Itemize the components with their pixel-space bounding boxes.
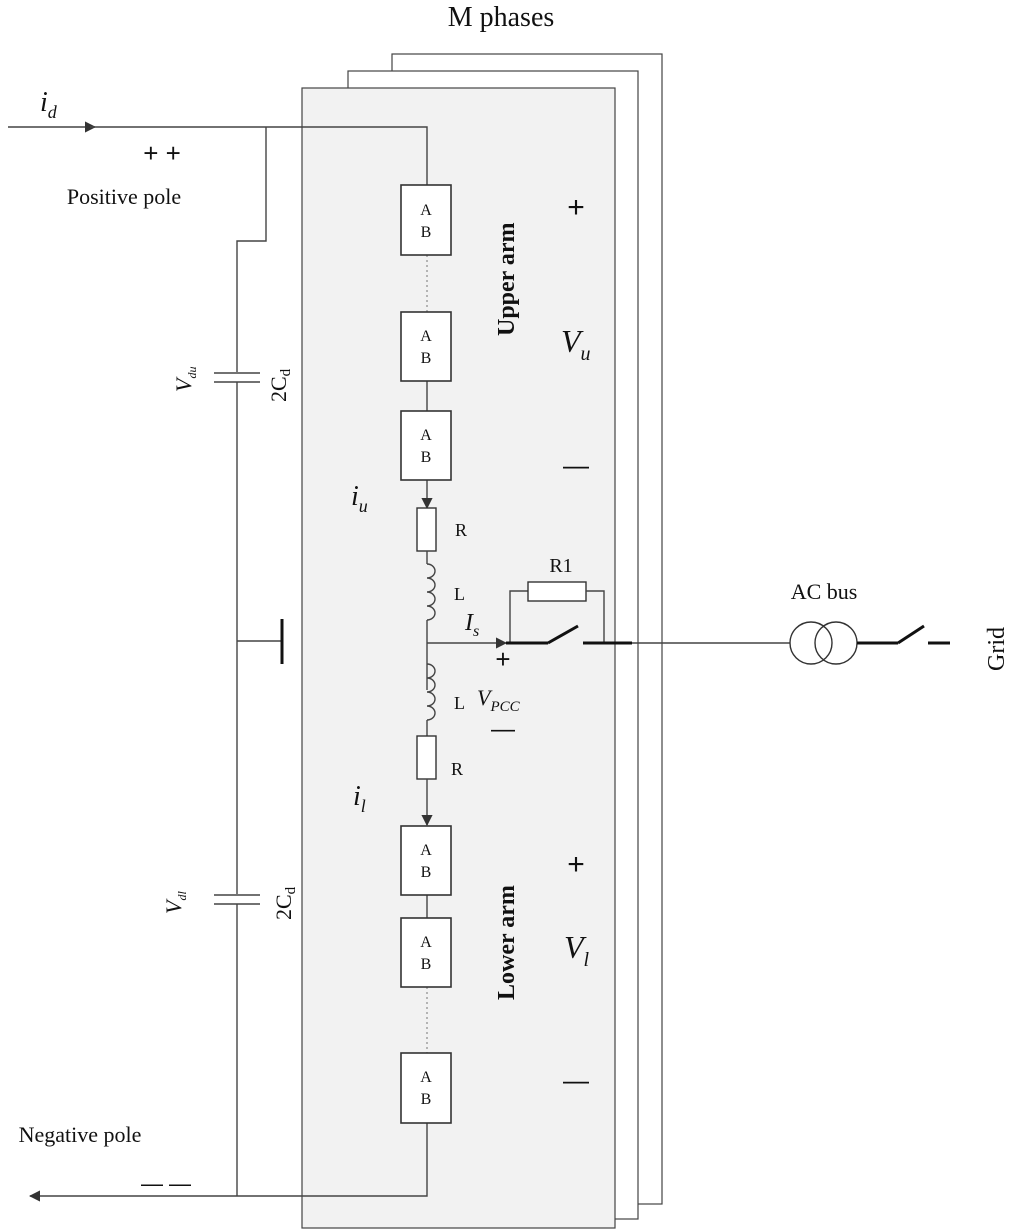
upper-arm-voltage: Vu bbox=[561, 323, 591, 365]
negative-bus-wire bbox=[28, 1123, 428, 1202]
grid-label: Grid bbox=[984, 627, 1010, 671]
svg-text:A: A bbox=[420, 842, 432, 859]
svg-text:A: A bbox=[420, 934, 432, 951]
svg-text:B: B bbox=[421, 449, 432, 466]
positive-pole-label: Positive pole bbox=[67, 184, 181, 209]
grid-breaker-switch bbox=[897, 624, 925, 645]
bypass-resistor bbox=[527, 581, 587, 602]
dc-current-label: id bbox=[40, 87, 58, 122]
upper-arm-plus: + bbox=[567, 191, 585, 224]
negative-pole-label: Negative pole bbox=[19, 1122, 142, 1147]
lower-arm: A B A B A B Lower arm + Vl — bbox=[400, 825, 590, 1124]
lower-arm-label: Lower arm bbox=[494, 885, 520, 1000]
lower-resistor-label: R bbox=[451, 759, 463, 779]
diagram-title: M phases bbox=[448, 2, 555, 33]
lower-capacitor: Vdl 2Cd bbox=[161, 886, 299, 920]
lower-arm-plus: + bbox=[567, 848, 585, 881]
lower-arm-impedance: L R il bbox=[353, 663, 465, 827]
positive-bus-wire bbox=[90, 126, 428, 185]
phase-frames bbox=[301, 53, 663, 1229]
upper-arm-minus: — bbox=[563, 450, 589, 480]
negative-pole-signs: — — bbox=[141, 1171, 191, 1196]
svg-text:B: B bbox=[421, 224, 432, 241]
upper-arm-label: Upper arm bbox=[494, 222, 520, 336]
svg-text:A: A bbox=[420, 202, 432, 219]
svg-text:B: B bbox=[421, 1091, 432, 1108]
svg-text:A: A bbox=[420, 1069, 432, 1086]
svg-text:A: A bbox=[420, 328, 432, 345]
svg-text:A: A bbox=[420, 427, 432, 444]
upper-arm: A B A B A B Upper arm + Vu — iu bbox=[351, 184, 591, 516]
upper-arm-impedance: R L bbox=[416, 507, 467, 690]
svg-text:B: B bbox=[421, 350, 432, 367]
breaker-switch bbox=[547, 624, 579, 645]
lower-submodule-2: A B bbox=[400, 917, 452, 988]
lower-arm-inductor bbox=[426, 663, 436, 721]
ac-output: Is R1 + VPCC — AC bus Grid bbox=[427, 555, 1010, 743]
lower-arm-voltage: Vl bbox=[564, 929, 590, 971]
upper-resistor-label: R bbox=[455, 520, 467, 540]
pcc-plus: + bbox=[495, 644, 510, 674]
svg-text:B: B bbox=[421, 864, 432, 881]
upper-capacitor: Vdu 2Cd bbox=[171, 367, 294, 402]
upper-capacitor-label: 2Cd bbox=[266, 368, 294, 402]
upper-arm-current-label: iu bbox=[351, 481, 368, 516]
ac-current-label: Is bbox=[464, 610, 479, 640]
lower-arm-resistor bbox=[416, 735, 437, 780]
positive-pole-signs: + + bbox=[143, 138, 181, 168]
upper-capacitor-voltage: Vdu bbox=[171, 367, 199, 392]
lower-inductor-label: L bbox=[454, 693, 465, 713]
svg-text:B: B bbox=[421, 956, 432, 973]
lower-arm-minus: — bbox=[563, 1065, 589, 1095]
phase-frame-front bbox=[301, 87, 616, 1229]
dc-bus-wiring bbox=[28, 126, 428, 1202]
midpoint-ground bbox=[237, 619, 284, 664]
lower-submodule-1: A B bbox=[400, 825, 452, 896]
pcc-voltage-label: VPCC bbox=[477, 685, 521, 715]
upper-arm-resistor bbox=[416, 507, 437, 552]
capacitor-branch-wire bbox=[236, 127, 267, 1196]
lower-capacitor-voltage: Vdl bbox=[161, 891, 189, 914]
ac-bus-label: AC bus bbox=[791, 579, 858, 604]
bypass-resistor-label: R1 bbox=[549, 555, 572, 577]
upper-submodule-1: A B bbox=[400, 184, 452, 256]
dc-current-input: id bbox=[8, 87, 97, 133]
transformer-icon bbox=[789, 621, 833, 665]
lower-arm-current-label: il bbox=[353, 781, 366, 816]
upper-inductor-label: L bbox=[454, 584, 465, 604]
upper-submodule-3: A B bbox=[400, 410, 452, 481]
lower-submodule-3: A B bbox=[400, 1052, 452, 1124]
upper-submodule-2: A B bbox=[400, 311, 452, 382]
lower-capacitor-label: 2Cd bbox=[271, 886, 299, 920]
upper-arm-inductor bbox=[426, 563, 436, 621]
pcc-minus: — bbox=[491, 716, 515, 743]
